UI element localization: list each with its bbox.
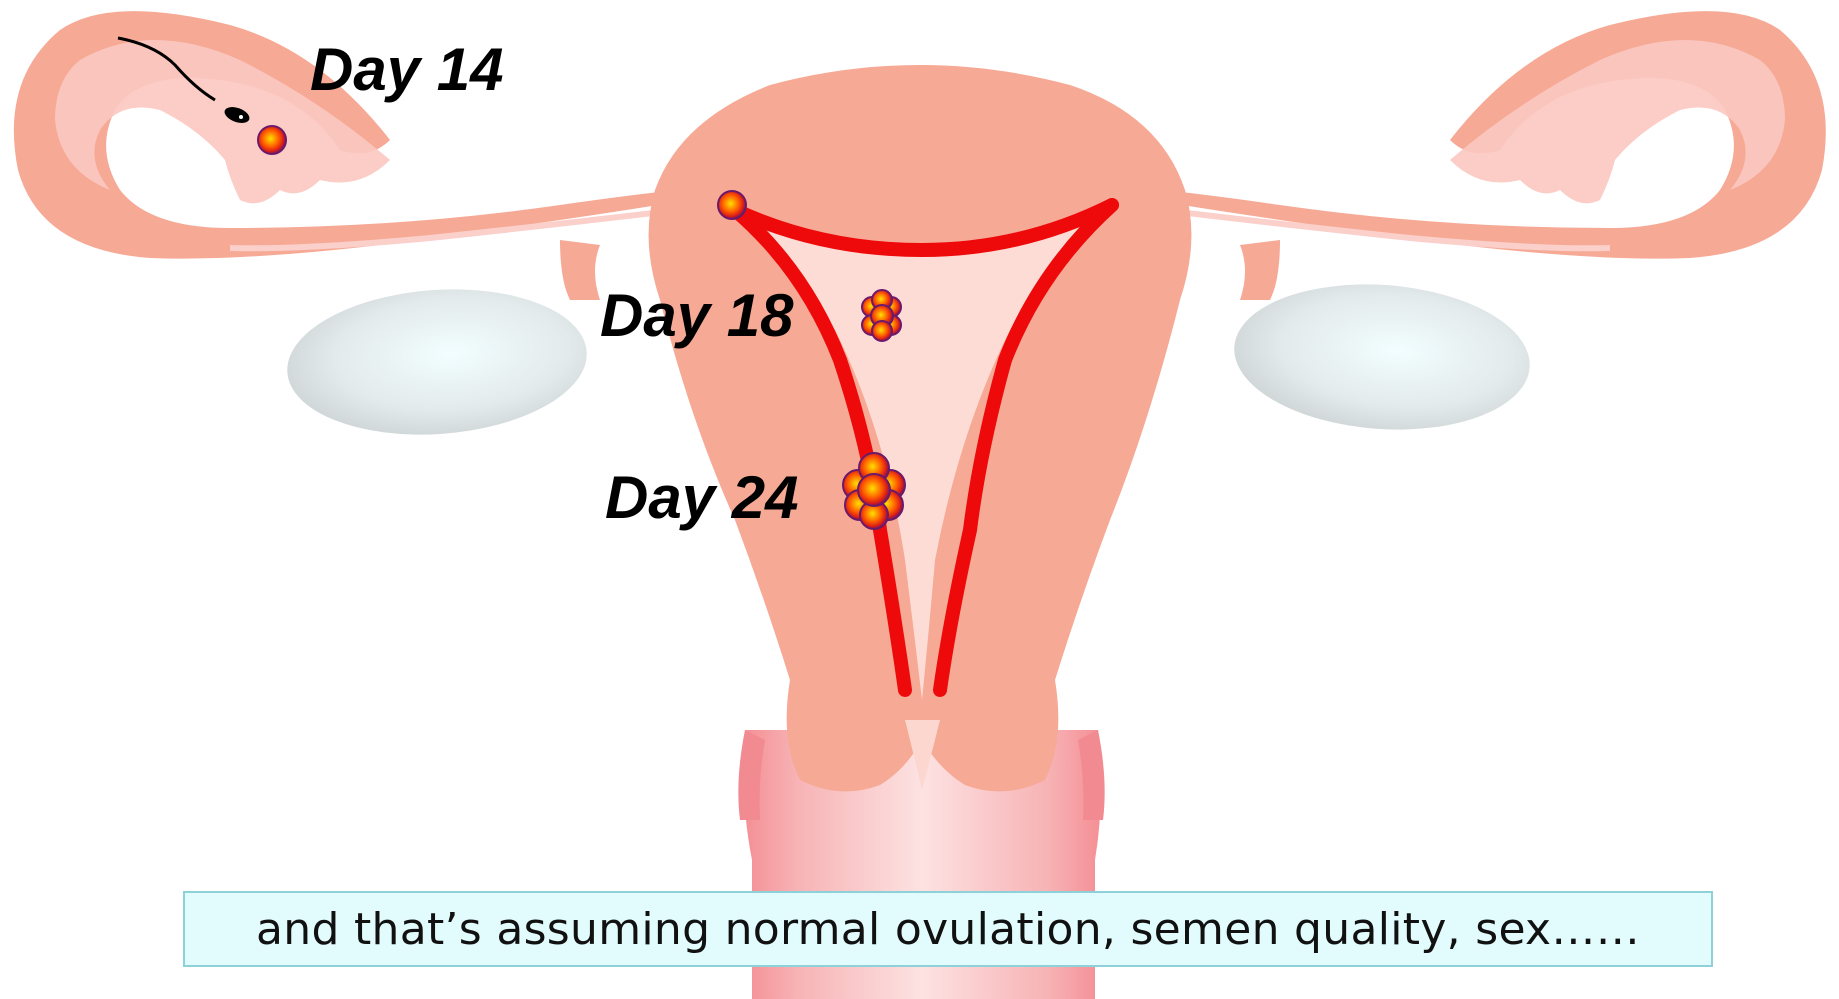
day14-label: Day 14 bbox=[310, 36, 503, 103]
tube-egg-icon bbox=[718, 191, 746, 219]
left-ovary bbox=[282, 280, 591, 445]
uterus bbox=[649, 65, 1192, 700]
day24-label: Day 24 bbox=[605, 464, 798, 531]
day14-egg-icon bbox=[258, 126, 286, 154]
right-ovarian-ligament bbox=[1240, 240, 1280, 300]
left-ovarian-ligament bbox=[560, 240, 600, 300]
caption-text: and that’s assuming normal ovulation, se… bbox=[256, 904, 1640, 955]
right-fallopian-tube bbox=[1115, 11, 1826, 258]
right-ovary bbox=[1229, 275, 1534, 439]
day18-morula-icon bbox=[862, 290, 901, 341]
day18-label: Day 18 bbox=[600, 282, 794, 349]
caption-box: and that’s assuming normal ovulation, se… bbox=[183, 891, 1713, 967]
